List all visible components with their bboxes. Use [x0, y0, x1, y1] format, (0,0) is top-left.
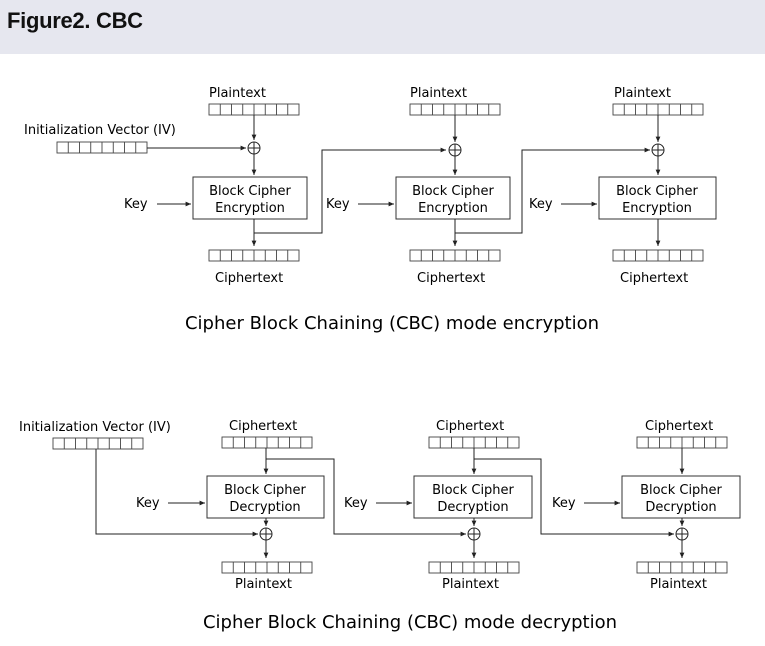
dec-ciphertext-block-2 — [428, 436, 520, 449]
dec-plaintext-block-1 — [221, 561, 313, 574]
enc-chain-arrow-1 — [254, 147, 446, 234]
enc-key-label-1: Key — [124, 197, 148, 212]
dec-iv-block — [52, 437, 144, 450]
enc-plaintext-label-1: Plaintext — [209, 86, 266, 101]
enc-block-line1-1: Block Cipher — [209, 184, 291, 199]
encryption-diagram: Initialization Vector (IV) Plaintext Blo… — [24, 86, 717, 334]
dec-xor-icon-1 — [259, 527, 273, 541]
dec-block-cipher-2 — [413, 475, 533, 519]
dec-caption: Cipher Block Chaining (CBC) mode decrypt… — [203, 612, 617, 633]
enc-key-label-3: Key — [529, 197, 553, 212]
enc-iv-label: Initialization Vector (IV) — [24, 123, 176, 138]
enc-plaintext-label-2: Plaintext — [410, 86, 467, 101]
enc-stage-2: Plaintext Block Cipher Encryption Key Ci… — [326, 86, 511, 286]
enc-ciphertext-block-1 — [208, 249, 300, 262]
dec-plaintext-block-2 — [428, 561, 520, 574]
enc-block-cipher-3 — [598, 176, 717, 220]
figure-title: Figure2. CBC — [7, 8, 143, 33]
dec-key-label-1: Key — [136, 496, 160, 511]
enc-xor-icon-1 — [247, 141, 261, 155]
enc-caption: Cipher Block Chaining (CBC) mode encrypt… — [185, 313, 599, 334]
figure-header: Figure2. CBC — [0, 0, 765, 54]
enc-stage-3: Plaintext Block Cipher Encryption Key Ci… — [529, 86, 717, 286]
dec-chain-arrow-1 — [266, 458, 466, 537]
enc-block-line1-3: Block Cipher — [616, 184, 698, 199]
enc-block-line2-3: Encryption — [622, 201, 692, 216]
enc-ciphertext-block-2 — [409, 249, 501, 262]
dec-ciphertext-label-2: Ciphertext — [436, 419, 504, 434]
enc-chain-arrow-2 — [455, 147, 650, 234]
dec-ciphertext-block-3 — [636, 436, 728, 449]
dec-stage-3: Ciphertext Block Cipher Decryption Key P… — [552, 419, 741, 592]
enc-block-cipher-1 — [192, 176, 308, 220]
dec-plaintext-block-3 — [636, 561, 728, 574]
dec-plaintext-label-1: Plaintext — [235, 577, 292, 592]
enc-plaintext-label-3: Plaintext — [614, 86, 671, 101]
enc-key-label-2: Key — [326, 197, 350, 212]
decryption-diagram: Initialization Vector (IV) Ciphertext Bl… — [19, 419, 741, 633]
dec-chain-arrow-2 — [474, 458, 674, 537]
dec-ciphertext-label-3: Ciphertext — [645, 419, 713, 434]
dec-block-line2-3: Decryption — [645, 500, 716, 515]
dec-block-line1-1: Block Cipher — [224, 483, 306, 498]
dec-plaintext-label-2: Plaintext — [442, 577, 499, 592]
enc-block-line2-1: Encryption — [215, 201, 285, 216]
cbc-diagram: Initialization Vector (IV) Plaintext Blo… — [19, 86, 741, 633]
dec-key-label-2: Key — [344, 496, 368, 511]
enc-ciphertext-label-1: Ciphertext — [215, 271, 283, 286]
enc-xor-icon-2 — [448, 143, 462, 157]
enc-plaintext-block-3 — [612, 103, 704, 116]
enc-ciphertext-label-2: Ciphertext — [417, 271, 485, 286]
dec-block-line1-3: Block Cipher — [640, 483, 722, 498]
dec-iv-arrow — [95, 449, 258, 537]
enc-plaintext-block-2 — [409, 103, 501, 116]
dec-stage-2: Ciphertext Block Cipher Decryption Key P… — [344, 419, 533, 592]
enc-block-cipher-2 — [395, 176, 511, 220]
enc-ciphertext-block-3 — [612, 249, 704, 262]
enc-block-line1-2: Block Cipher — [412, 184, 494, 199]
dec-ciphertext-label-1: Ciphertext — [229, 419, 297, 434]
dec-block-line1-2: Block Cipher — [432, 483, 514, 498]
dec-iv-label: Initialization Vector (IV) — [19, 420, 171, 435]
dec-block-cipher-1 — [206, 475, 325, 519]
dec-key-label-3: Key — [552, 496, 576, 511]
dec-block-line2-1: Decryption — [229, 500, 300, 515]
enc-block-line2-2: Encryption — [418, 201, 488, 216]
enc-iv-block — [56, 141, 148, 154]
enc-xor-icon-3 — [651, 143, 665, 157]
dec-block-cipher-3 — [621, 475, 741, 519]
dec-block-line2-2: Decryption — [437, 500, 508, 515]
enc-plaintext-block-1 — [208, 103, 300, 116]
dec-stage-1: Ciphertext Block Cipher Decryption Key P… — [136, 419, 325, 592]
dec-xor-icon-2 — [467, 527, 481, 541]
enc-stage-1: Plaintext Block Cipher Encryption Key Ci… — [124, 86, 308, 286]
dec-ciphertext-block-1 — [221, 436, 313, 449]
dec-xor-icon-3 — [675, 527, 689, 541]
dec-plaintext-label-3: Plaintext — [650, 577, 707, 592]
enc-ciphertext-label-3: Ciphertext — [620, 271, 688, 286]
